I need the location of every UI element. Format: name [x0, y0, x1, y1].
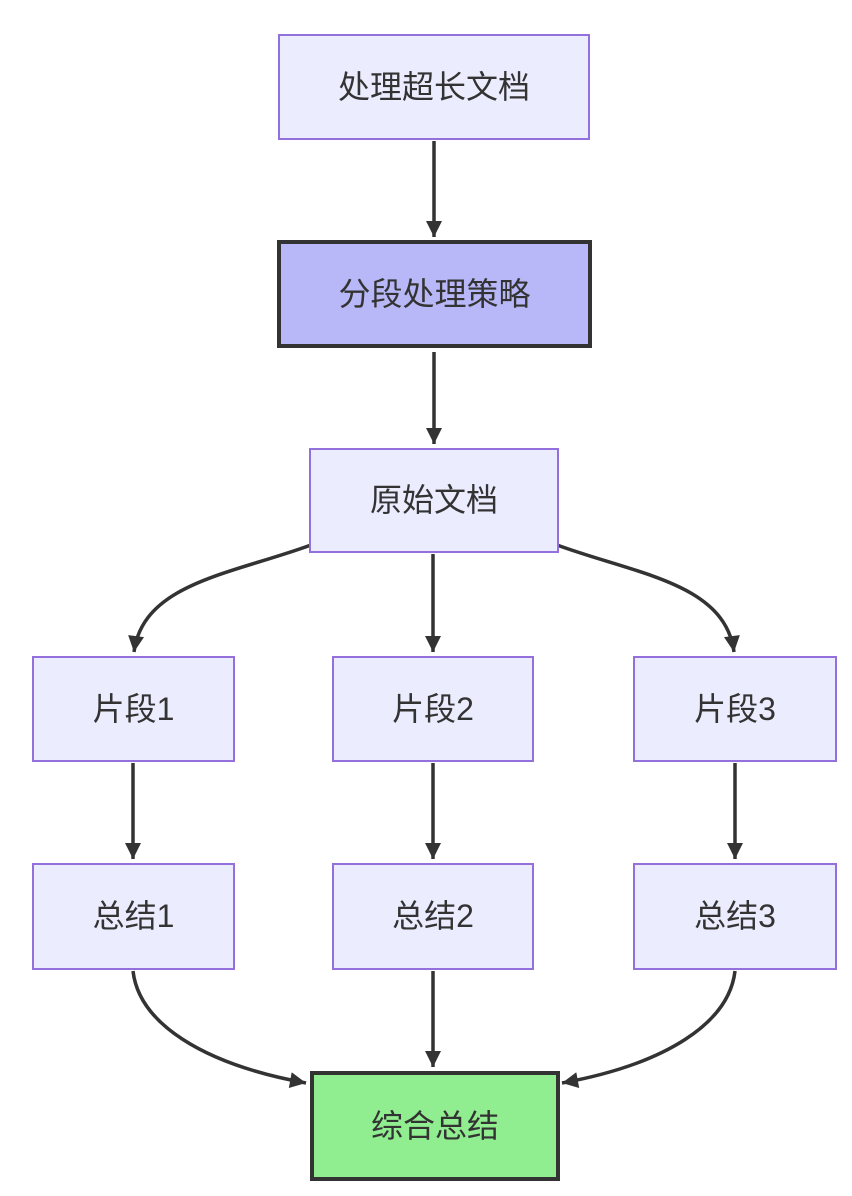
node-final-summary: 综合总结 — [310, 1071, 560, 1181]
node-fragment-3-label: 片段3 — [694, 690, 776, 727]
node-fragment-2-label: 片段2 — [392, 690, 474, 727]
node-original-doc-label: 原始文档 — [369, 482, 498, 519]
node-segmentation-strategy-label: 分段处理策略 — [338, 275, 531, 312]
node-summary-2-label: 总结2 — [392, 898, 474, 935]
node-fragment-1-label: 片段1 — [92, 690, 175, 727]
edge-original-to-fragment-3 — [556, 543, 740, 653]
node-summary-1: 总结1 — [32, 863, 235, 970]
node-fragment-1: 片段1 — [32, 656, 235, 762]
edge-summary-3-to-final — [561, 970, 737, 1088]
node-fragment-3: 片段3 — [633, 656, 837, 762]
node-process-long-doc: 处理超长文档 — [278, 34, 590, 140]
node-original-doc: 原始文档 — [309, 448, 559, 553]
node-fragment-2: 片段2 — [332, 656, 534, 762]
node-summary-3: 总结3 — [633, 863, 837, 970]
node-summary-3-label: 总结3 — [694, 898, 776, 935]
edge-summary-1-to-final — [131, 970, 307, 1088]
edge-original-to-fragment-1 — [128, 543, 312, 653]
node-process-long-doc-label: 处理超长文档 — [337, 68, 530, 105]
node-summary-2: 总结2 — [332, 863, 534, 970]
node-final-summary-label: 综合总结 — [370, 1107, 499, 1144]
node-segmentation-strategy: 分段处理策略 — [277, 240, 592, 348]
node-summary-1-label: 总结1 — [92, 898, 175, 935]
